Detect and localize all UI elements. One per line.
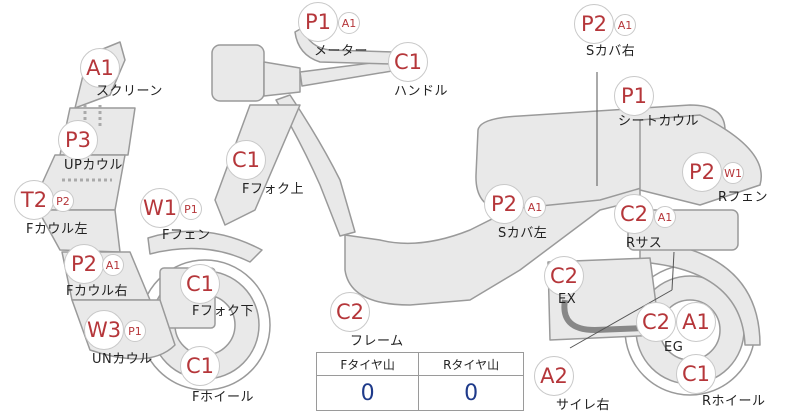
f-cowl-right-main-badge[interactable]: P2 [64,244,104,284]
s-cover-right-sub-badge[interactable]: A1 [614,14,636,36]
f-cowl-left-sub-badge[interactable]: P2 [52,190,74,212]
seat-cowl-label: シートカウル [618,114,700,129]
r-wheel-main-badge[interactable]: C1 [676,354,716,394]
f-cowl-right-label: Fカウル右 [66,284,128,299]
un-cowl-sub-badge[interactable]: P1 [124,320,146,342]
seat-cowl-main-badge[interactable]: P1 [614,76,654,116]
tire-tread-table: Fタイヤ山 Rタイヤ山 0 0 [315,352,524,411]
front-tire-value[interactable]: 0 [315,375,420,411]
screen-label: スクリーン [96,84,163,99]
un-cowl-label: UNカウル [92,352,153,367]
up-cowl-label: UPカウル [64,158,123,173]
r-suspension-label: Rサス [626,236,663,251]
frame-main-badge[interactable]: C2 [330,292,370,332]
f-wheel-label: Fホイール [192,390,254,405]
r-fender-sub-badge[interactable]: W1 [722,162,744,184]
f-wheel-main-badge[interactable]: C1 [180,346,220,386]
exhaust-label: EX [558,292,577,307]
frame-label: フレーム [350,334,404,349]
f-cowl-left-label: Fカウル左 [26,222,88,237]
r-fender-label: Rフェン [718,190,769,205]
r-wheel-label: Rホイール [702,394,766,409]
engine-label: EG [664,340,684,355]
f-cowl-right-sub-badge[interactable]: A1 [102,254,124,276]
meter-sub-badge[interactable]: A1 [338,12,360,34]
r-suspension-main-badge[interactable]: C2 [614,194,654,234]
f-cowl-left-main-badge[interactable]: T2 [14,180,54,220]
front-tire-header: Fタイヤ山 [315,352,420,376]
f-fork-upper-label: Fフォク上 [242,182,304,197]
engine-sub-badge[interactable]: A1 [676,302,716,342]
handle-main-badge[interactable]: C1 [388,42,428,82]
s-cover-left-main-badge[interactable]: P2 [484,184,524,224]
f-fork-lower-label: Fフォク下 [192,304,254,319]
s-cover-left-sub-badge[interactable]: A1 [524,196,546,218]
f-fork-lower-main-badge[interactable]: C1 [180,264,220,304]
s-cover-right-main-badge[interactable]: P2 [574,4,614,44]
exhaust-main-badge[interactable]: C2 [544,256,584,296]
un-cowl-main-badge[interactable]: W3 [84,310,124,350]
meter-main-badge[interactable]: P1 [298,2,338,42]
screen-main-badge[interactable]: A1 [80,48,120,88]
rear-tire-header: Rタイヤ山 [418,352,524,376]
rear-tire-value[interactable]: 0 [418,375,524,411]
f-fender-sub-badge[interactable]: P1 [180,198,202,220]
f-fork-upper-main-badge[interactable]: C1 [226,140,266,180]
up-cowl-main-badge[interactable]: P3 [58,120,98,160]
f-fender-label: Fフェン [162,228,211,243]
r-fender-main-badge[interactable]: P2 [682,152,722,192]
s-cover-left-label: Sカバ左 [498,226,548,241]
side-stand-r-label: サイレ右 [556,398,611,413]
r-suspension-sub-badge[interactable]: A1 [654,206,676,228]
f-fender-main-badge[interactable]: W1 [140,188,180,228]
side-stand-r-main-badge[interactable]: A2 [534,356,574,396]
meter-label: メーター [314,44,369,59]
s-cover-right-label: Sカバ右 [586,44,636,59]
handle-label: ハンドル [394,84,449,99]
engine-main-badge[interactable]: C2 [636,302,676,342]
